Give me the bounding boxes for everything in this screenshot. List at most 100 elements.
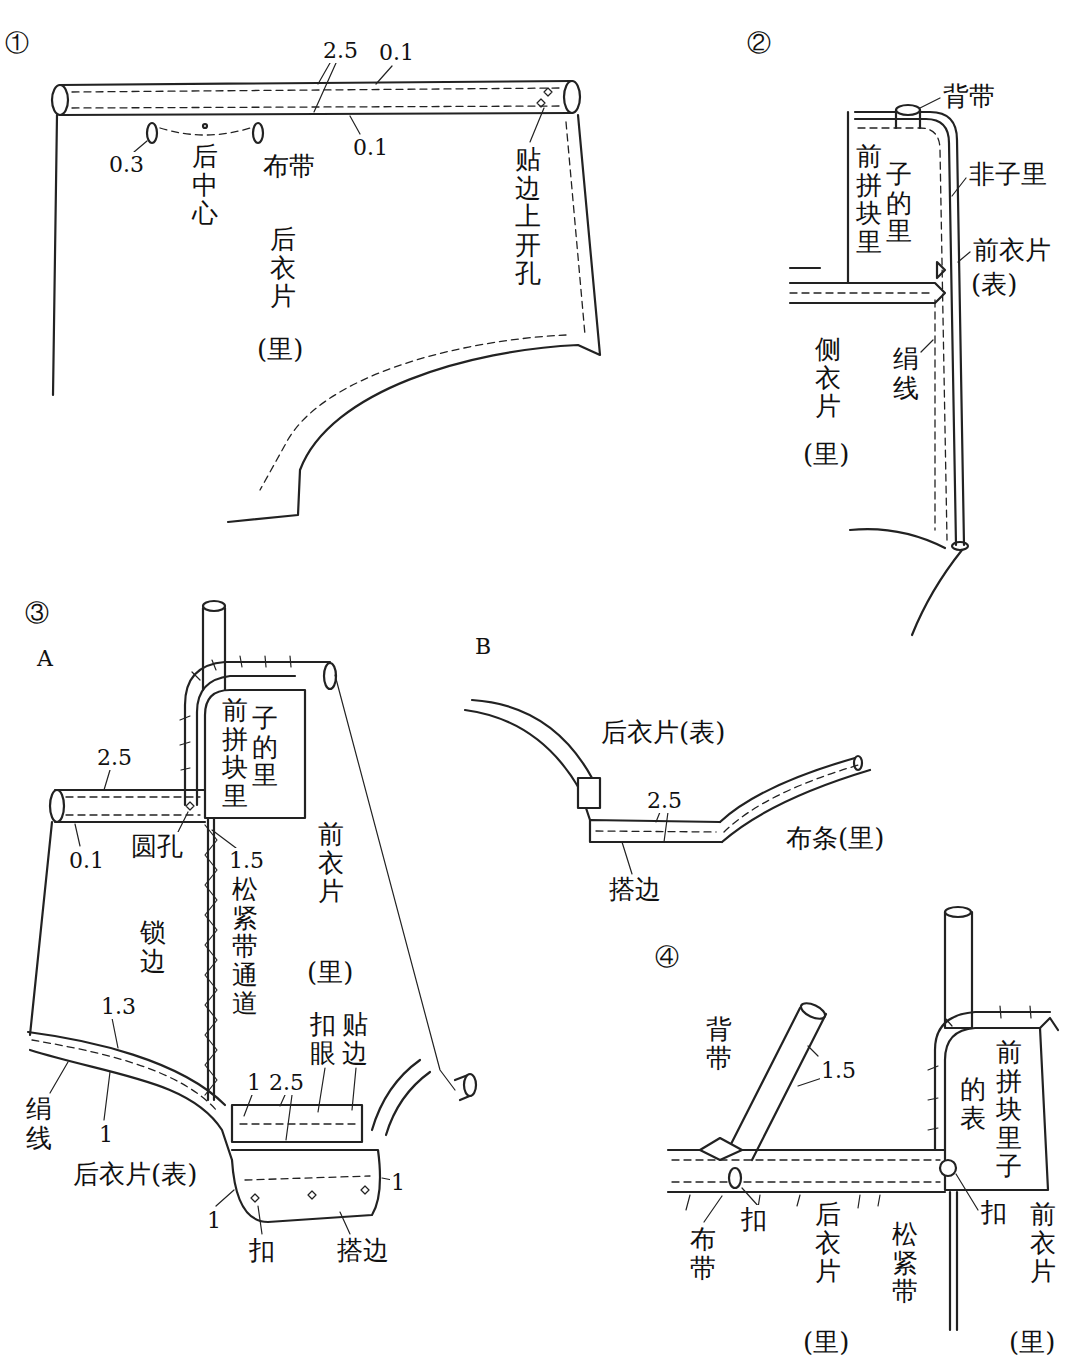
part-label: 前衣片 — [318, 820, 344, 906]
assembly-step-a — [28, 601, 476, 1234]
assembly-step-b — [465, 710, 590, 820]
back-lining-piece — [52, 63, 600, 522]
dimension-label: 2.5 — [322, 38, 359, 63]
assembly-step-a — [232, 1150, 380, 1222]
part-label: (里) — [1008, 1328, 1056, 1358]
dimension-label: 1.5 — [820, 1058, 857, 1083]
part-label: 贴边 — [342, 1010, 368, 1067]
strap-join-detail — [855, 112, 964, 545]
part-label: 后衣片 — [815, 1200, 841, 1286]
assembly-step-4 — [686, 1195, 880, 1210]
assembly-step-a — [30, 1050, 232, 1160]
back-lining-piece — [537, 88, 552, 107]
assembly-step-b — [724, 764, 862, 832]
part-label: 布带 — [262, 152, 316, 182]
assembly-step-b — [622, 812, 668, 874]
assembly-step-a — [464, 1074, 476, 1096]
assembly-step-4 — [729, 1168, 741, 1188]
assembly-step-a — [205, 690, 305, 818]
part-label: 锁边 — [140, 918, 166, 975]
dimension-label: B — [474, 634, 492, 659]
back-lining-piece — [260, 335, 566, 490]
part-label: 背带 — [706, 1015, 732, 1072]
assembly-step-a — [240, 1123, 356, 1124]
assembly-step-b — [578, 778, 600, 808]
assembly-step-a — [372, 1060, 430, 1135]
assembly-step-a — [244, 1068, 356, 1140]
part-label: ④ — [654, 944, 680, 972]
strap-join-detail — [790, 292, 932, 293]
part-label: 贴边上开孔 — [515, 145, 541, 288]
assembly-step-a — [251, 1186, 369, 1202]
assembly-step-a — [245, 1176, 370, 1180]
dimension-label: 0.1 — [68, 848, 105, 873]
part-label: ① — [4, 30, 30, 58]
part-label: 非子里 — [968, 160, 1048, 190]
assembly-step-4 — [728, 1008, 826, 1160]
part-label: 布带 — [690, 1225, 716, 1282]
assembly-step-4 — [668, 1150, 945, 1192]
dimension-label: 2.5 — [646, 788, 683, 813]
part-label: 绢线 — [893, 345, 919, 402]
assembly-step-a — [216, 1178, 392, 1234]
assembly-step-4 — [945, 1028, 1048, 1190]
part-label: (里) — [256, 335, 304, 365]
part-label: 绢线 — [26, 1095, 52, 1152]
dimension-label: 0.3 — [108, 152, 145, 177]
part-label: 后衣片(表) — [600, 718, 726, 748]
part-label: (里) — [802, 440, 850, 470]
part-label: 前衣片 — [1030, 1200, 1056, 1286]
part-label: 扣 — [740, 1205, 768, 1235]
back-lining-piece — [134, 63, 544, 152]
strap-join-detail — [912, 550, 962, 635]
assembly-step-b — [472, 700, 592, 778]
assembly-step-a — [66, 797, 200, 815]
assembly-step-a — [205, 825, 217, 1095]
part-label: 前拼块里 — [222, 696, 248, 810]
part-label: 前拼块里子 — [996, 1038, 1022, 1181]
part-label: 后衣片 — [270, 225, 296, 311]
assembly-step-a — [30, 822, 52, 1035]
part-label: 背带 — [942, 82, 996, 112]
assembly-step-a — [335, 675, 455, 1090]
part-label: 布条(里) — [785, 824, 885, 854]
assembly-step-a — [28, 1032, 225, 1105]
part-label: 圆孔 — [130, 832, 184, 862]
dimension-label: 1 — [390, 1170, 406, 1195]
dimension-label: 1 — [206, 1208, 222, 1233]
assembly-step-4 — [940, 1160, 956, 1176]
back-lining-piece — [147, 123, 157, 143]
part-label: 前拼块里 — [856, 142, 882, 256]
dimension-label: 0.1 — [378, 40, 415, 65]
assembly-step-4 — [668, 907, 1058, 1330]
strap-join-detail — [790, 283, 945, 303]
part-label: 的表 — [960, 1075, 986, 1132]
strap-join-detail — [850, 529, 945, 548]
dimension-label: 2.5 — [268, 1070, 305, 1095]
part-label: 扣眼 — [310, 1010, 336, 1067]
back-lining-piece — [228, 115, 600, 522]
assembly-step-a — [232, 1105, 362, 1142]
dimension-label: 1 — [98, 1122, 114, 1147]
back-lining-piece — [52, 85, 68, 115]
part-label: 子的里 — [252, 704, 278, 790]
strap-join-detail — [790, 267, 820, 269]
part-label: 搭边 — [336, 1236, 390, 1266]
dimension-label: 2.5 — [96, 745, 133, 770]
back-lining-piece — [253, 123, 263, 143]
part-label: 后衣片(表) — [72, 1160, 198, 1190]
assembly-step-b — [590, 820, 722, 842]
back-lining-piece — [203, 124, 207, 128]
strap-join-detail — [920, 98, 970, 352]
assembly-step-4 — [799, 1000, 828, 1022]
assembly-step-b — [854, 756, 862, 770]
assembly-step-4 — [672, 1160, 940, 1182]
part-label: 子的里 — [886, 160, 912, 246]
assembly-step-4 — [945, 912, 972, 1028]
part-label: 后中心 — [192, 142, 218, 228]
assembly-step-4 — [950, 1192, 957, 1330]
strap-join-detail — [937, 262, 945, 278]
part-label: 搭边 — [608, 875, 662, 905]
strap-join-detail — [790, 98, 970, 635]
assembly-step-a — [203, 601, 225, 611]
